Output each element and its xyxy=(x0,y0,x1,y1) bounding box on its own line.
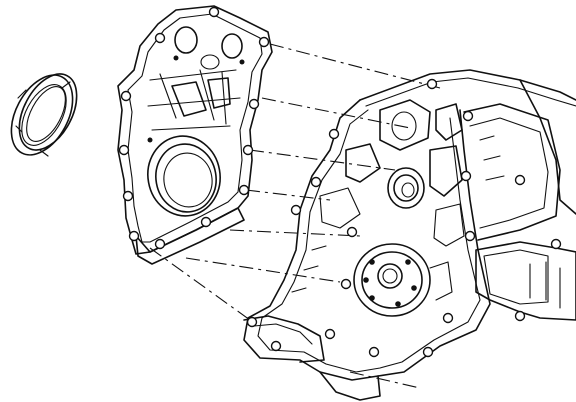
oil-seal xyxy=(10,73,78,157)
engine-block-front xyxy=(243,69,576,401)
alignment-lines xyxy=(149,43,441,389)
front-cover-plate xyxy=(117,5,273,265)
